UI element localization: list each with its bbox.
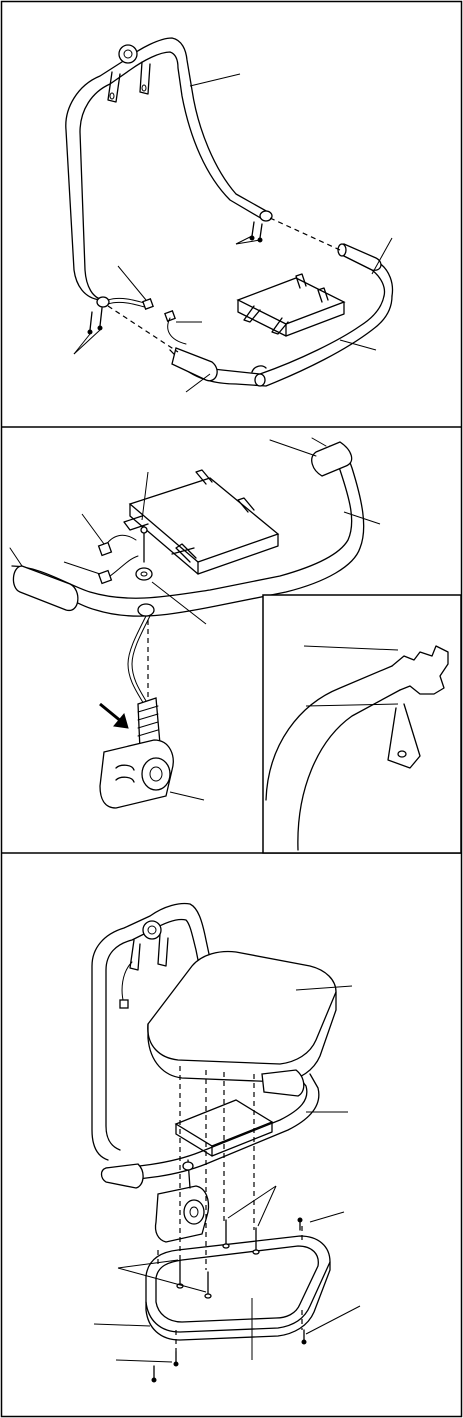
callout-leaders-panel-1 — [74, 74, 392, 392]
bolts-upper — [250, 222, 262, 242]
inset-detail — [263, 595, 461, 853]
cable-and-guides — [99, 526, 154, 708]
mounting-bracket-closeup — [124, 470, 278, 574]
panel-1-frame-attach — [66, 38, 393, 392]
panel-3-seat-attach — [92, 904, 360, 1383]
cable — [108, 298, 186, 344]
seat-base-shell — [146, 1236, 330, 1340]
arrow — [100, 704, 128, 728]
alignment-line-right — [270, 218, 340, 250]
upright-brackets — [108, 62, 150, 102]
adjustment-knob — [119, 45, 137, 63]
panel-2-pulley-attach — [10, 438, 461, 853]
seat-cushion — [148, 952, 336, 1082]
upright-frame — [66, 38, 272, 307]
seat-frame-small — [102, 1070, 319, 1188]
seat-frame — [170, 244, 392, 386]
